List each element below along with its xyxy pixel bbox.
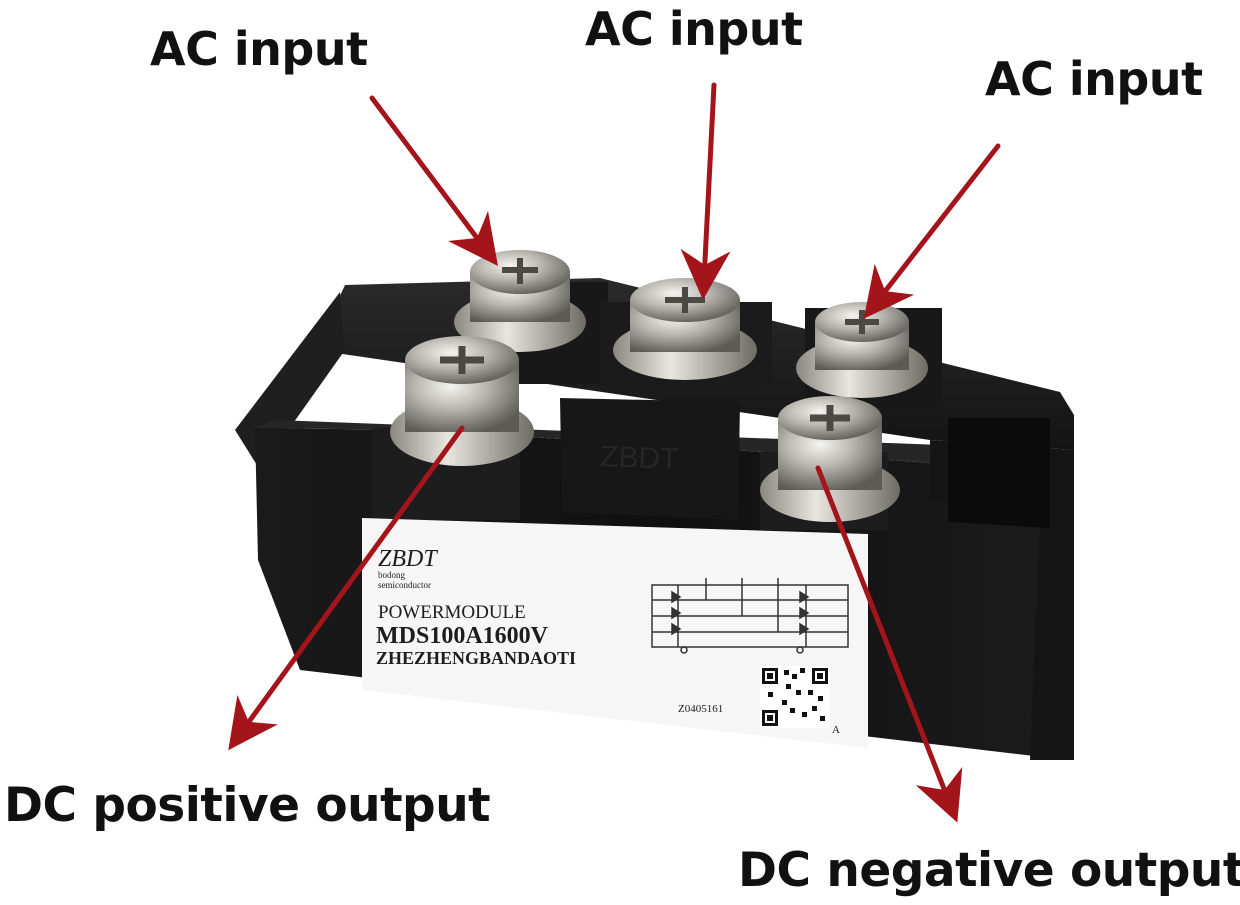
label-type: POWERMODULE — [378, 602, 526, 623]
arrow-ac-left — [369, 95, 498, 266]
mounting-slot — [948, 418, 1050, 528]
ac-input-right-label: AC input — [985, 52, 1203, 106]
label-model: MDS100A1600V — [376, 623, 549, 649]
red-arrow-icon — [228, 82, 1001, 823]
label-maker: ZHEZHENGBANDAOTI — [376, 648, 576, 668]
arrow-dc-positive — [228, 425, 465, 751]
label-qr-suffix: A — [832, 724, 840, 736]
body-chamfer — [255, 420, 1074, 472]
arrow-dc-negative — [815, 465, 963, 823]
ac-input-center-label: AC input — [585, 2, 803, 56]
arrow-ac-center — [680, 82, 731, 300]
molded-marking: ZBDT — [600, 440, 679, 476]
center-block — [560, 398, 740, 520]
arrow-ac-right — [863, 143, 1001, 319]
label-brand: ZBDT — [378, 546, 438, 572]
product-label: ZBDT bodong semiconductor POWERMODULE MD… — [362, 518, 868, 748]
label-code: Z0405161 — [678, 703, 723, 715]
label-brand-sub-1: bodong — [378, 570, 406, 580]
ac-input-left-label: AC input — [150, 22, 368, 76]
dc-positive-output-label: DC positive output — [4, 778, 491, 833]
label-brand-sub-2: semiconductor — [378, 580, 431, 590]
body-right-end — [930, 440, 1074, 760]
rectifier-schematic-icon — [651, 578, 849, 654]
qr-code-icon — [760, 666, 830, 728]
dc-negative-output-label: DC negative output — [738, 843, 1240, 898]
